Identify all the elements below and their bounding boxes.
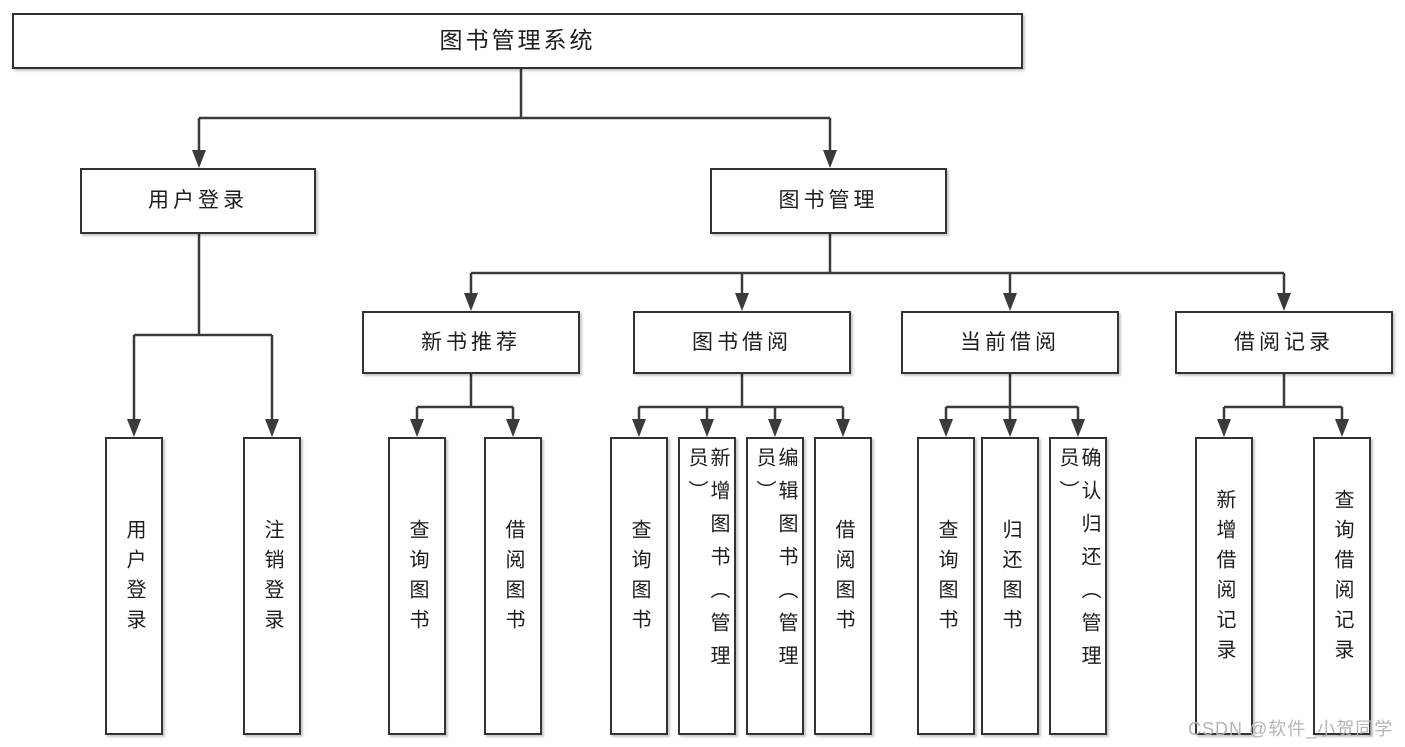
leaf-query-books-borrowing-label: 查询图书 (628, 519, 650, 639)
node-new-book-recommend-label: 新书推荐 (421, 330, 521, 354)
leaf-edit-book-admin-label: 编辑图书（管理员） (753, 447, 797, 678)
leaf-query-books-recommend: 查询图书 (388, 437, 446, 735)
node-user-login-label: 用户登录 (148, 189, 248, 213)
leaf-query-books-borrowing: 查询图书 (610, 437, 668, 735)
node-book-borrowing-label: 图书借阅 (692, 330, 792, 354)
leaf-borrow-books-borrowing: 借阅图书 (814, 437, 872, 735)
leaf-query-borrow-record-label: 查询借阅记录 (1331, 489, 1353, 669)
leaf-query-books-current-label: 查询图书 (935, 519, 957, 639)
leaf-add-borrow-record-label: 新增借阅记录 (1213, 489, 1235, 669)
leaf-query-borrow-record: 查询借阅记录 (1313, 437, 1371, 735)
leaf-confirm-return-admin: 确认归还（管理员） (1049, 437, 1107, 735)
csdn-watermark: CSDN @软件_小贺同学 (1188, 719, 1394, 739)
connector-lines (132, 69, 1344, 421)
leaf-add-book-admin-label: 新增图书（管理员） (685, 447, 729, 678)
leaf-add-book-admin: 新增图书（管理员） (678, 437, 736, 735)
node-library-management-system: 图书管理系统 (12, 13, 1023, 69)
leaf-user-login-label: 用户登录 (123, 519, 145, 639)
leaf-add-borrow-record: 新增借阅记录 (1195, 437, 1253, 735)
leaf-return-book: 归还图书 (981, 437, 1039, 735)
leaf-return-book-label: 归还图书 (999, 519, 1021, 639)
node-current-borrowing-label: 当前借阅 (960, 330, 1060, 354)
leaf-borrow-books-borrowing-label: 借阅图书 (832, 519, 854, 639)
node-borrowing-records-label: 借阅记录 (1234, 330, 1334, 354)
leaf-borrow-books-recommend: 借阅图书 (484, 437, 542, 735)
node-user-login: 用户登录 (80, 168, 316, 234)
leaf-edit-book-admin: 编辑图书（管理员） (746, 437, 804, 735)
leaf-user-login: 用户登录 (105, 437, 163, 735)
leaf-query-books-current: 查询图书 (917, 437, 975, 735)
node-current-borrowing: 当前借阅 (901, 311, 1119, 374)
node-library-management-system-label: 图书管理系统 (439, 27, 596, 54)
leaf-logout-label: 注销登录 (261, 519, 283, 639)
leaf-logout: 注销登录 (243, 437, 301, 735)
node-borrowing-records: 借阅记录 (1175, 311, 1393, 374)
node-new-book-recommend: 新书推荐 (362, 311, 580, 374)
node-book-borrowing: 图书借阅 (633, 311, 851, 374)
arrow-down-icons (127, 150, 1349, 437)
leaf-query-books-recommend-label: 查询图书 (406, 519, 428, 639)
leaf-borrow-books-recommend-label: 借阅图书 (502, 519, 524, 639)
leaf-confirm-return-admin-label: 确认归还（管理员） (1056, 447, 1100, 678)
node-book-management: 图书管理 (710, 168, 947, 234)
node-book-management-label: 图书管理 (778, 189, 879, 213)
